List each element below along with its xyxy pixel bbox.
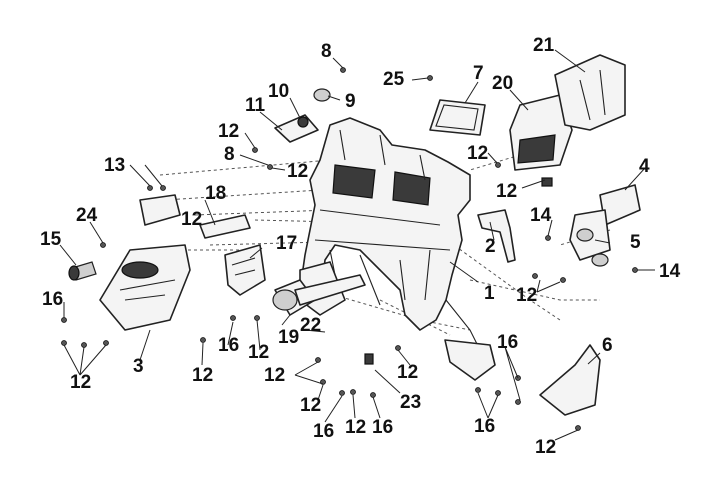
callout-12-k: 12 — [70, 372, 92, 393]
callout-14-b: 14 — [659, 261, 681, 282]
callout-12-n: 12 — [535, 437, 557, 458]
part-lower-box — [99, 244, 191, 331]
callout-12-e: 12 — [181, 209, 203, 230]
callout-12-h: 12 — [397, 362, 419, 383]
callout-20: 20 — [492, 73, 514, 94]
callout-10: 10 — [268, 81, 290, 102]
callout-1: 1 — [484, 283, 495, 304]
callout-16-d: 16 — [313, 421, 335, 442]
callout-15: 15 — [40, 229, 62, 250]
callout-16-a: 16 — [42, 289, 64, 310]
callout-6: 6 — [602, 335, 613, 356]
callout-16-c: 16 — [497, 332, 519, 353]
callout-16-b: 16 — [218, 335, 240, 356]
callout-4: 4 — [639, 156, 650, 177]
callout-12-j: 12 — [264, 365, 286, 386]
part-hinge-assembly — [274, 88, 331, 143]
callout-9: 9 — [345, 91, 356, 112]
callout-12-l: 12 — [300, 395, 322, 416]
callout-12-i: 12 — [192, 365, 214, 386]
callout-21: 21 — [533, 35, 555, 56]
part-rear-bracket — [569, 184, 641, 267]
callout-5: 5 — [630, 232, 641, 253]
part-side-panel — [224, 244, 266, 296]
part-small-fitting — [68, 261, 97, 281]
part-top-bracket — [139, 194, 181, 226]
part-main-frame — [299, 117, 481, 361]
callout-18: 18 — [205, 183, 227, 204]
callout-12-m: 12 — [345, 417, 367, 438]
part-gasket — [429, 99, 486, 136]
callout-12-a: 12 — [218, 121, 240, 142]
callout-25: 25 — [383, 69, 405, 90]
callout-8-b: 8 — [224, 144, 235, 165]
callout-12-d: 12 — [496, 181, 518, 202]
callout-22: 22 — [300, 315, 322, 336]
fasteners — [61, 67, 638, 431]
callout-12-g: 12 — [248, 342, 270, 363]
callout-17: 17 — [276, 233, 298, 254]
callout-14-a: 14 — [530, 205, 552, 226]
callout-11: 11 — [245, 95, 266, 116]
callout-8: 8 — [321, 41, 332, 62]
callout-12-c: 12 — [467, 143, 489, 164]
callout-23: 23 — [400, 392, 422, 413]
callout-12-f: 12 — [516, 285, 538, 306]
leader-lines — [59, 49, 655, 441]
part-bracket-18 — [199, 214, 251, 239]
part-lower-bracket-6 — [444, 339, 601, 416]
part-storage-box — [509, 54, 626, 171]
callout-16-f: 16 — [474, 416, 496, 437]
part-strap-2 — [477, 209, 516, 263]
callout-7: 7 — [473, 63, 484, 84]
callout-13: 13 — [104, 155, 126, 176]
callout-24: 24 — [76, 205, 98, 226]
callout-16-e: 16 — [372, 417, 394, 438]
callout-12-b: 12 — [287, 161, 309, 182]
part-air-duct — [272, 274, 366, 316]
callout-19: 19 — [278, 327, 300, 348]
callout-3: 3 — [133, 356, 144, 377]
callout-2: 2 — [485, 236, 496, 257]
